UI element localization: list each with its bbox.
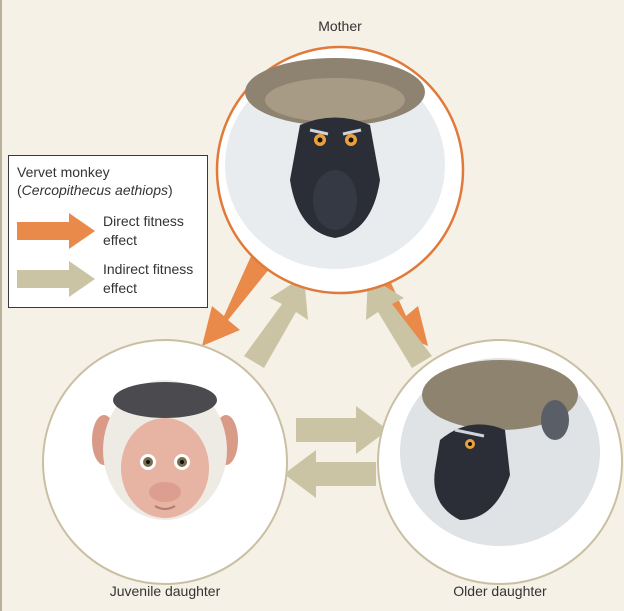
indirect-arrow-older-to-mother (366, 276, 432, 368)
indirect-arrow-icon (17, 261, 97, 297)
indirect-arrow-juvenile-to-mother (244, 276, 308, 368)
legend-species: (Cercopithecus aethiops) (17, 181, 207, 199)
vervet-adult-face-icon (225, 58, 445, 269)
legend: Vervet monkey (Cercopithecus aethiops) D… (8, 155, 208, 308)
mother-label: Mother (318, 18, 362, 34)
legend-indirect-row: Indirect fitness effect (17, 260, 203, 298)
mother-node (217, 47, 463, 293)
legend-direct-label: Direct fitness effect (103, 212, 203, 250)
older-node (378, 340, 622, 584)
older-daughter-label: Older daughter (453, 583, 546, 599)
legend-indirect-label: Indirect fitness effect (103, 260, 203, 298)
juvenile-daughter-label: Juvenile daughter (110, 583, 221, 599)
vervet-adult-profile-icon (400, 358, 600, 546)
juvenile-node (43, 340, 287, 584)
legend-direct-row: Direct fitness effect (17, 212, 203, 250)
direct-arrow-mother-to-juvenile (202, 254, 270, 346)
indirect-arrow-older-to-juvenile (284, 450, 376, 498)
indirect-arrow-juvenile-to-older (296, 406, 388, 454)
legend-scientific-name: Cercopithecus aethiops (22, 182, 168, 198)
direct-arrow-icon (17, 213, 97, 249)
legend-title: Vervet monkey (17, 163, 207, 181)
